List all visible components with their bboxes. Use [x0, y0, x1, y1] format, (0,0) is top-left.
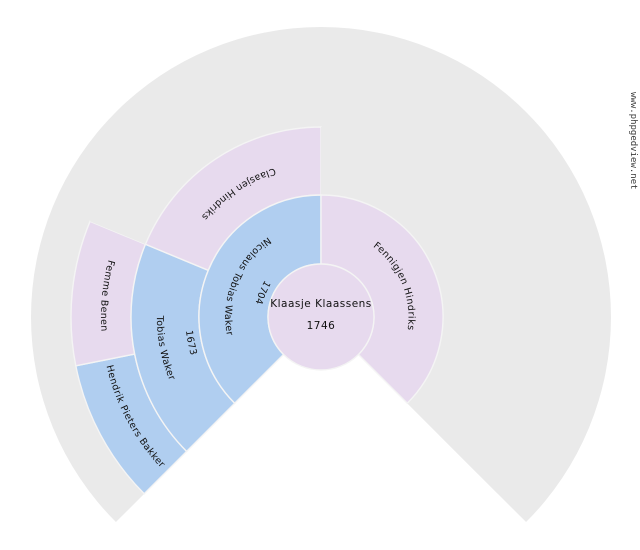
fan-segment-empty [407, 244, 511, 452]
fan-segment-empty [90, 109, 216, 245]
fan-segment-empty [321, 67, 460, 160]
fan-center-name: Klaasje Klaassens [270, 298, 372, 310]
fan-segment-year: 1673 [183, 330, 199, 357]
fan-segment-empty [496, 221, 571, 366]
fan-center-year: 1746 [307, 320, 336, 332]
fan-segment-empty [426, 109, 552, 245]
fan-segment-empty [321, 127, 497, 271]
fan-segment-empty [455, 354, 567, 494]
watermark-label: www.phpgedview.net [628, 92, 638, 190]
fan-segment-empty [182, 67, 321, 160]
fan-center-person[interactable]: Klaasje Klaassens 1746 [267, 263, 375, 371]
fan-center-disc[interactable] [267, 263, 375, 371]
